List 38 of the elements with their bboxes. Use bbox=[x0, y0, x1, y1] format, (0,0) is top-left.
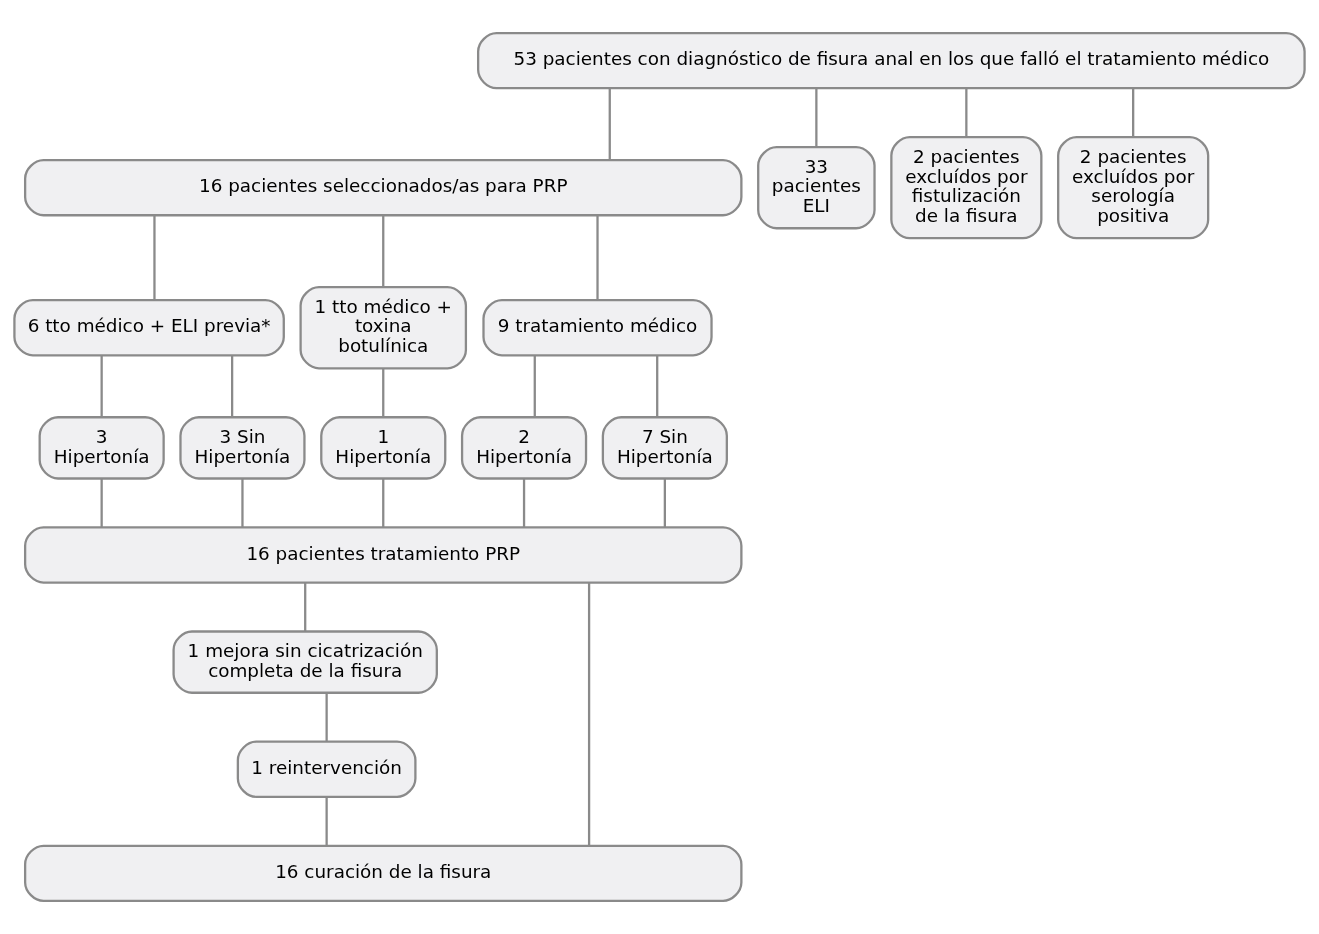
connector bbox=[608, 88, 611, 160]
node-box: 16 curación de la fisura bbox=[24, 844, 743, 903]
node-box: 2 pacientes excluídos por fistulización de la fisura bbox=[890, 136, 1043, 240]
node-box: 3 Sin Hipertonía bbox=[179, 416, 306, 480]
connector bbox=[100, 478, 103, 528]
connector bbox=[522, 478, 526, 528]
connector bbox=[153, 215, 156, 301]
node-box: 3 Hipertonía bbox=[38, 416, 165, 480]
node-box: 1 tto médico + toxina botulínica bbox=[299, 286, 468, 370]
connector bbox=[382, 368, 385, 417]
connector bbox=[663, 478, 666, 528]
node-box: 1 reintervención bbox=[236, 740, 417, 798]
connector bbox=[1132, 88, 1135, 138]
connector bbox=[325, 797, 328, 846]
node-box: 9 tratamiento médico bbox=[482, 299, 713, 357]
connector bbox=[587, 582, 591, 846]
connector bbox=[304, 582, 307, 632]
connector bbox=[656, 355, 659, 418]
connector bbox=[100, 355, 103, 418]
node-box: 6 tto médico + ELI previa* bbox=[13, 299, 285, 357]
connector bbox=[965, 88, 968, 138]
node-box: 1 Hipertonía bbox=[320, 416, 447, 480]
connector bbox=[382, 215, 385, 287]
connector bbox=[382, 478, 385, 528]
node-box: 2 Hipertonía bbox=[460, 416, 588, 480]
connector bbox=[533, 355, 536, 418]
node-box: 7 Sin Hipertonía bbox=[601, 416, 728, 480]
connector bbox=[325, 693, 328, 742]
node-box: 33 pacientes ELI bbox=[757, 146, 876, 230]
connector bbox=[231, 355, 234, 418]
connector bbox=[596, 215, 599, 301]
connector bbox=[815, 88, 818, 147]
node-box: 1 mejora sin cicatrización completa de la fisura bbox=[172, 630, 438, 694]
connector bbox=[241, 478, 244, 528]
node-box: 2 pacientes excluídos por serología positiva bbox=[1057, 136, 1210, 240]
node-box: 16 pacientes seleccionados/as para PRP bbox=[24, 159, 743, 217]
node-box: 53 pacientes con diagnóstico de fisura anal en los que falló el tratamiento médico bbox=[477, 31, 1306, 90]
node-box: 16 pacientes tratamiento PRP bbox=[24, 526, 743, 584]
